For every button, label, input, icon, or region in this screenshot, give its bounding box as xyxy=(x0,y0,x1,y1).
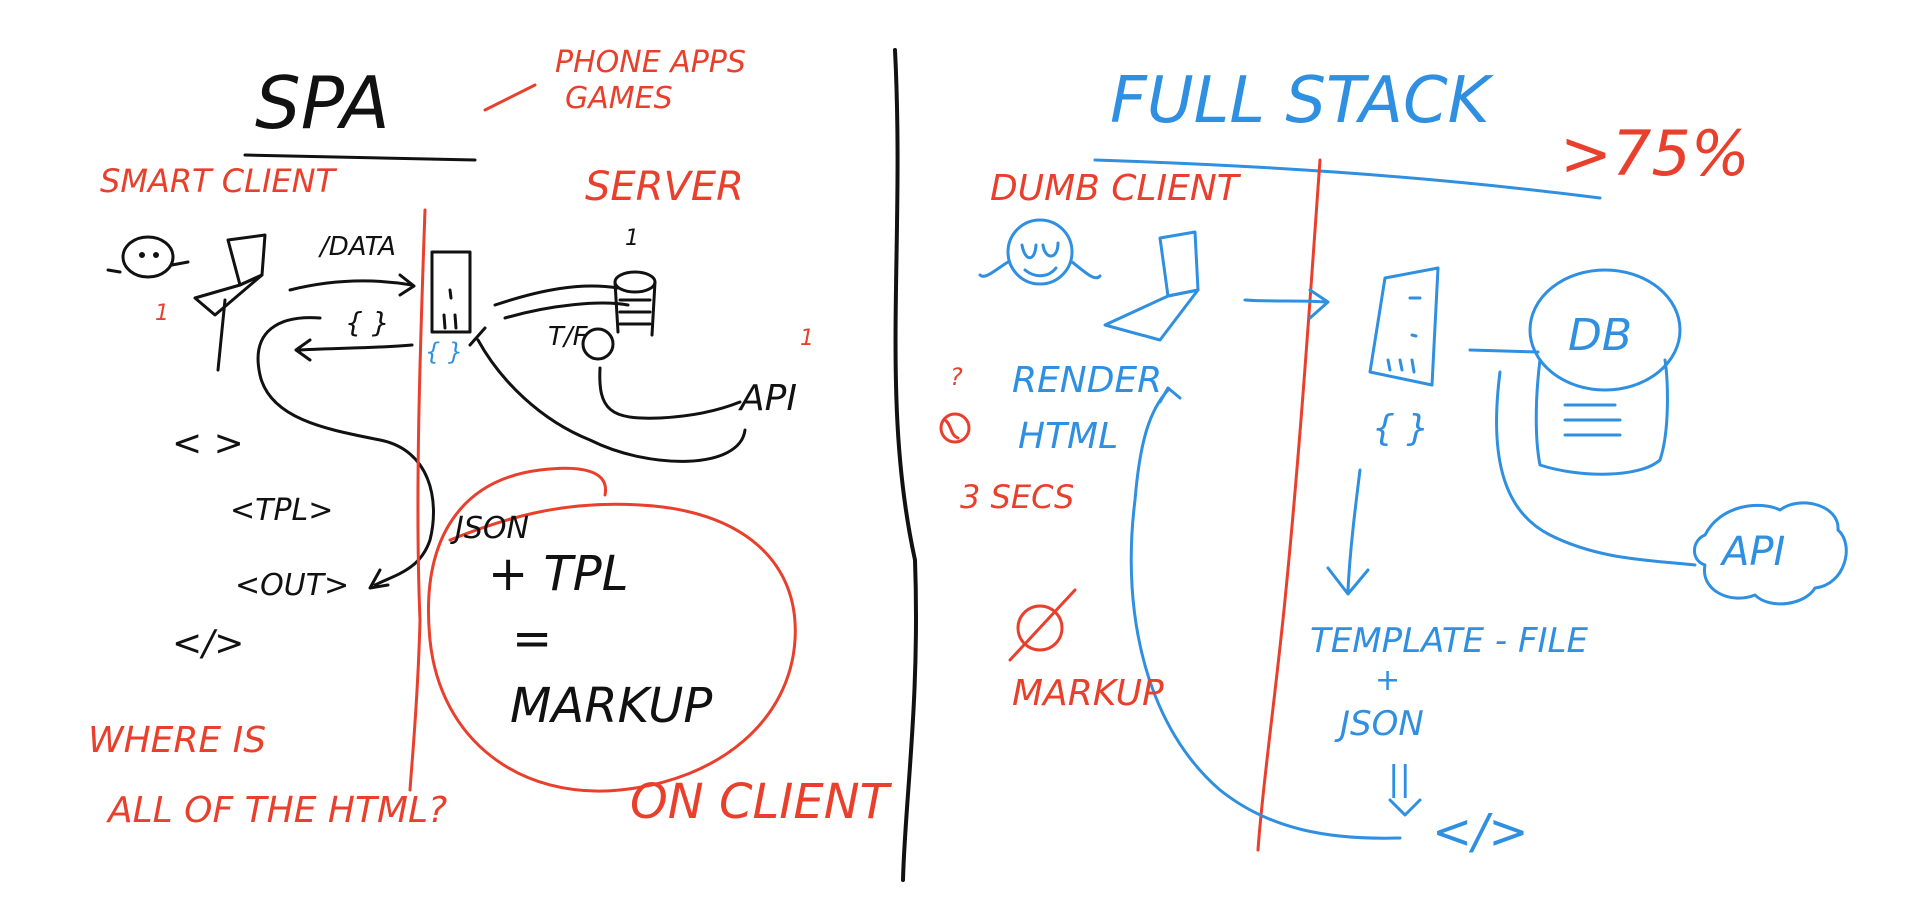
question-line2: ALL OF THE HTML? xyxy=(106,790,447,831)
server-bracket xyxy=(468,326,487,347)
left-client-server-divider xyxy=(408,208,427,792)
template-line3: JSON xyxy=(1334,704,1424,744)
tag-open: < > xyxy=(172,423,244,464)
result-tag: </> xyxy=(1432,804,1529,860)
template-result-arrow xyxy=(1388,798,1422,817)
small-braces: { } xyxy=(345,306,390,339)
percent-label: >75% xyxy=(1560,117,1750,190)
right-api-label: API xyxy=(1719,529,1785,575)
question-mark: ? xyxy=(950,363,963,391)
spa-note-line2: GAMES xyxy=(565,81,673,116)
data-request-arrow xyxy=(288,273,416,297)
center-divider xyxy=(893,48,918,882)
markup-circle xyxy=(427,466,797,793)
request-arrow xyxy=(1243,288,1330,320)
server-icon xyxy=(430,250,472,334)
spa-title: SPA xyxy=(255,61,390,145)
render-line2: HTML xyxy=(1018,416,1118,457)
spa-title-underline xyxy=(243,153,477,162)
server-icon xyxy=(1368,266,1440,387)
template-line2: + xyxy=(1375,663,1400,698)
server-template-arrow xyxy=(1326,468,1370,596)
db-label: DB xyxy=(1568,310,1632,361)
secs-label: 3 SECS xyxy=(960,478,1074,516)
spa-note-line1: PHONE APPS xyxy=(555,45,746,80)
server-count: 1 xyxy=(625,226,639,251)
api-cloud-icon xyxy=(1693,501,1848,606)
json-label: JSON xyxy=(450,511,529,546)
formula-tpl: + TPL xyxy=(488,546,628,602)
no-markup-icon xyxy=(1008,588,1077,662)
db-api-link xyxy=(598,366,742,420)
template-line1: TEMPLATE - FILE xyxy=(1310,621,1588,661)
left-api-label: API xyxy=(738,378,797,419)
globe-icon xyxy=(939,412,971,444)
data-label: /DATA xyxy=(318,232,396,262)
api-server-return xyxy=(476,338,747,463)
user-face-icon xyxy=(978,218,1102,286)
template-line4: || xyxy=(1388,759,1411,799)
response-curve xyxy=(1129,386,1402,840)
server-db-link-2 xyxy=(503,301,630,320)
full-stack-title: FULL STACK xyxy=(1110,64,1495,138)
tag-tpl: <TPL> xyxy=(230,493,333,528)
laptop-icon xyxy=(193,233,267,372)
tag-close: </> xyxy=(172,623,244,664)
right-client-server-divider xyxy=(1256,158,1322,852)
formula-equals: = xyxy=(512,611,552,667)
right-braces: { } xyxy=(1372,408,1429,449)
client-json-curve xyxy=(256,316,435,590)
render-line1: RENDER xyxy=(1012,360,1162,401)
server-db-link xyxy=(1468,348,1540,354)
server-db-link xyxy=(493,284,620,307)
server-braces: { } xyxy=(425,338,463,366)
database-icon xyxy=(1528,268,1682,476)
server-label: SERVER xyxy=(585,164,744,210)
api-count: 1 xyxy=(800,326,814,351)
full-stack-underline xyxy=(1093,158,1602,200)
database-icon xyxy=(581,270,657,361)
tag-out: <OUT> xyxy=(235,568,349,603)
smart-client-label: SMART CLIENT xyxy=(100,162,338,200)
json-return-arrow xyxy=(294,338,414,362)
dumb-client-label: DUMB CLIENT xyxy=(990,168,1242,209)
user-face-icon xyxy=(106,235,190,279)
spa-note-connector xyxy=(483,83,537,112)
laptop-icon xyxy=(1103,230,1200,342)
question-line1: WHERE IS xyxy=(88,720,266,761)
client-count: 1 xyxy=(155,301,169,326)
db-api-link xyxy=(1495,370,1697,567)
answer-on-client: ON CLIENT xyxy=(630,774,893,830)
formula-markup: MARKUP xyxy=(510,678,712,734)
markup-label: MARKUP xyxy=(1012,673,1164,714)
